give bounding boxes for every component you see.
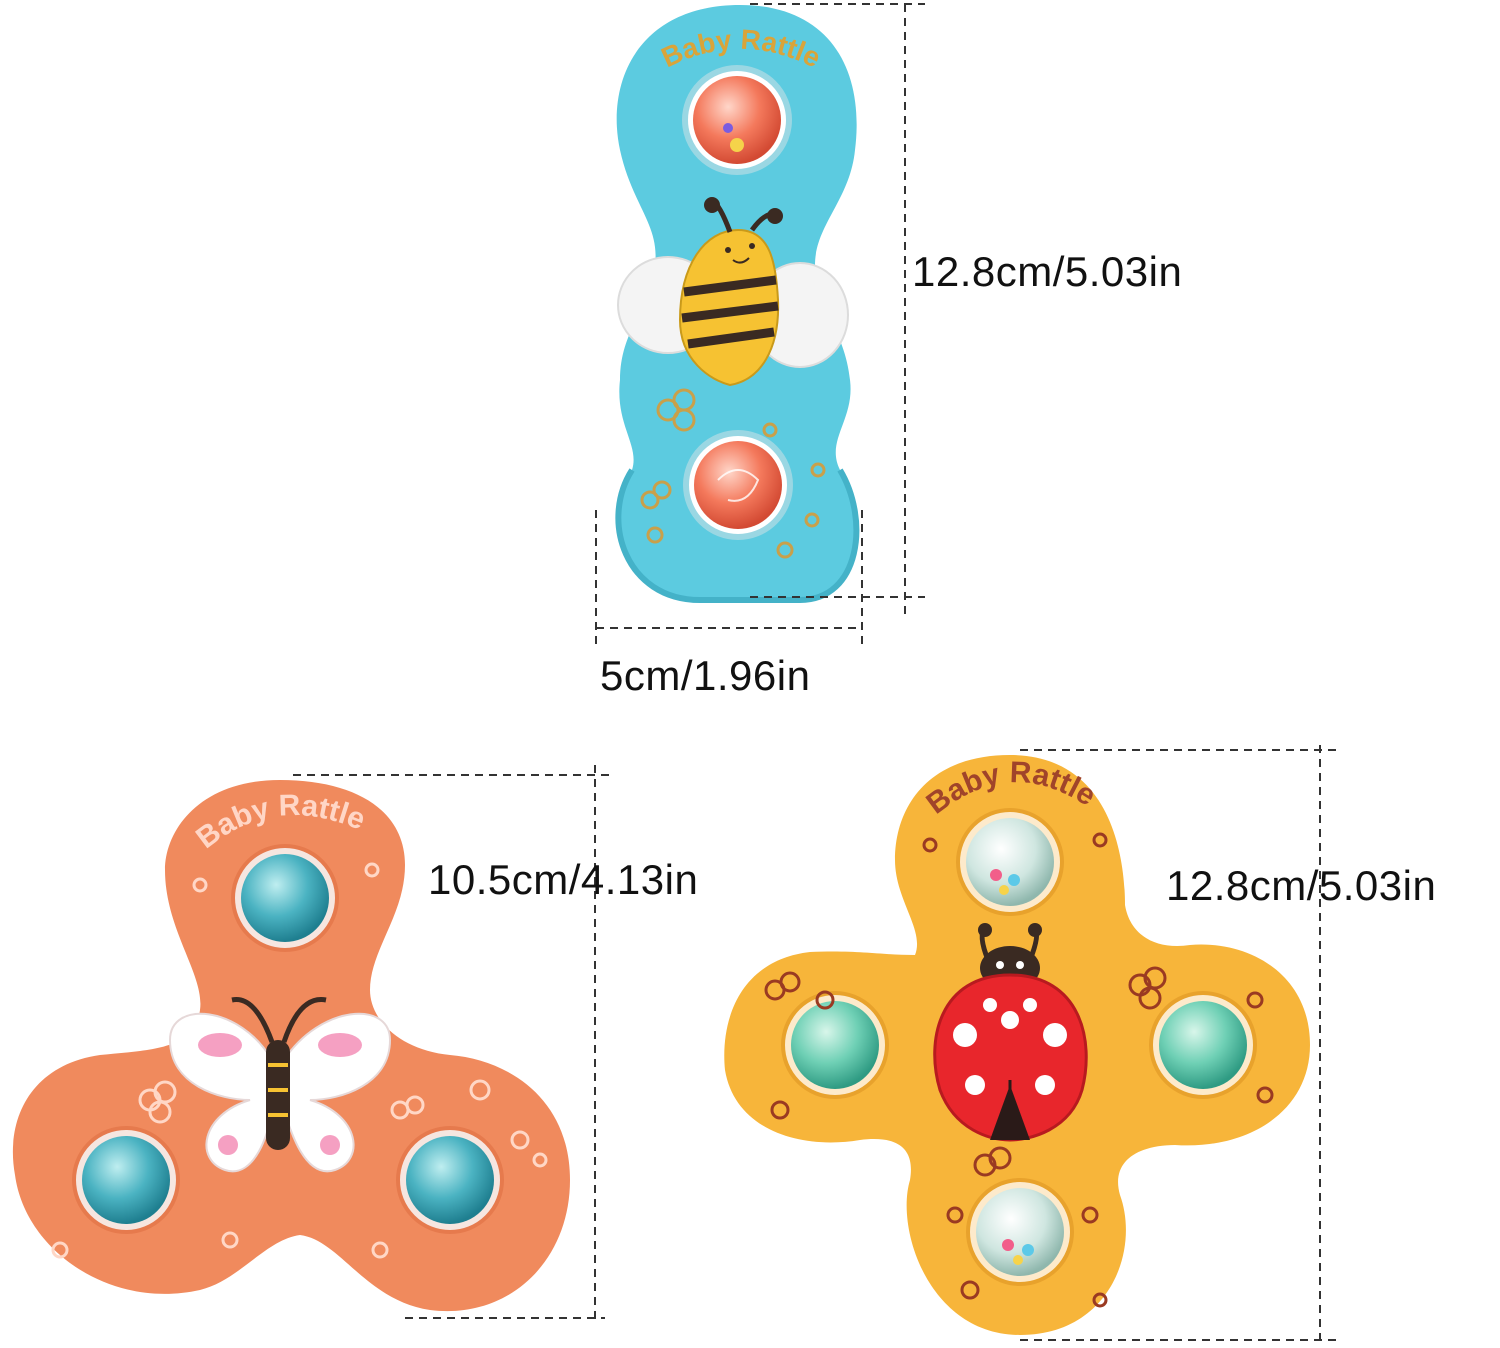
orange-butterfly-spinner: Baby Rattle: [12, 780, 571, 1312]
yellow-dimension-lines: [1020, 745, 1340, 1341]
orange-dimension-lines: [293, 765, 610, 1320]
orange-flower-decor: [51, 862, 548, 1259]
yellow-rattle-balls: [781, 808, 1257, 1286]
orange-size-label: 10.5cm/4.13in: [428, 856, 699, 903]
blue-flower-decor: [640, 388, 826, 559]
blue-width-label: 5cm/1.96in: [600, 652, 811, 699]
butterfly-icon: [168, 997, 392, 1173]
blue-height-label: 12.8cm/5.03in: [912, 248, 1183, 295]
orange-rattle-balls: [72, 844, 504, 1234]
yellow-flower-decor: [764, 832, 1274, 1308]
yellow-size-label: 12.8cm/5.03in: [1166, 862, 1437, 909]
blue-bee-spinner: Baby Rattle: [615, 5, 860, 603]
yellow-ladybug-spinner: Baby Rattle: [724, 755, 1310, 1335]
ladybug-icon: [933, 923, 1088, 1142]
blue-spinner-shade: [615, 468, 860, 603]
blue-dimension-lines: [595, 3, 925, 645]
bee-icon: [678, 197, 783, 387]
